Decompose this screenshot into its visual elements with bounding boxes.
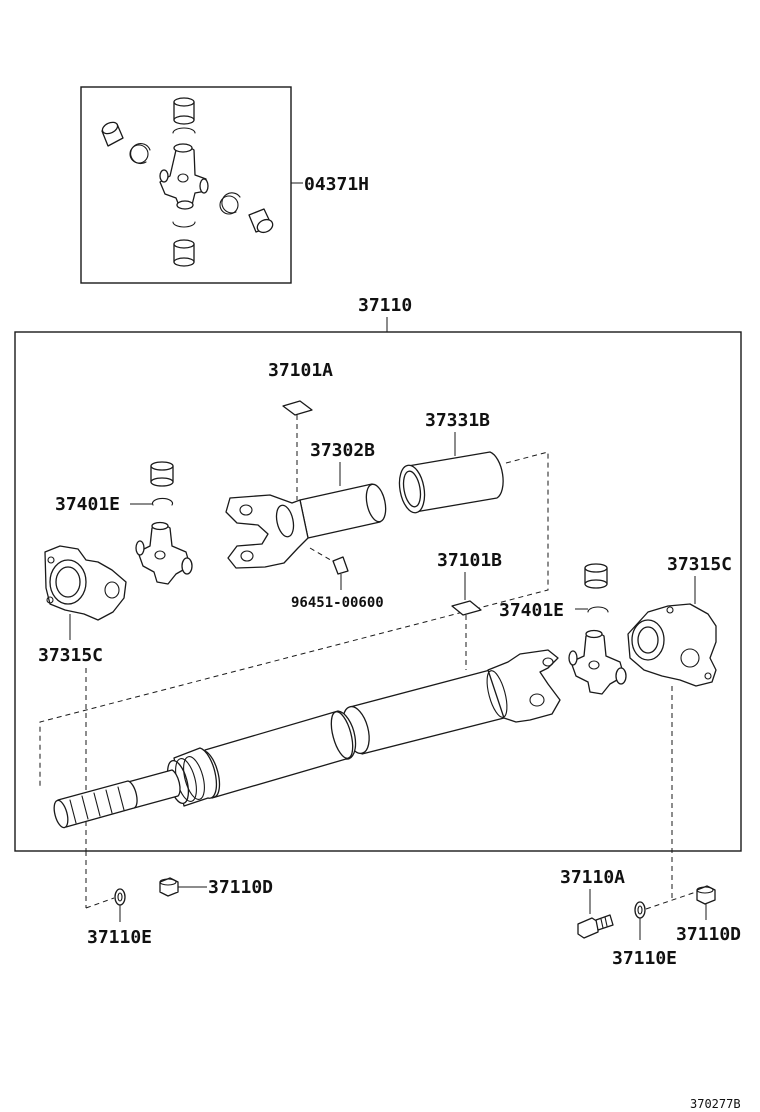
callout-37401E-right[interactable]: 37401E — [499, 600, 564, 621]
washer-37110E-right — [634, 901, 646, 919]
guide-right-diag — [645, 891, 697, 910]
callout-37110[interactable]: 37110 — [358, 295, 412, 316]
bearing-cup-left — [101, 121, 124, 147]
universal-joint-kit-group: 04371H — [80, 86, 369, 284]
snap-ring-bottom — [172, 221, 196, 228]
leader-96451-dash — [309, 547, 335, 563]
snap-ring-left-assembly — [151, 497, 174, 506]
bearing-cup-left-assembly — [150, 461, 174, 487]
callout-37331B[interactable]: 37331B — [425, 410, 490, 431]
callout-37315C-left[interactable]: 37315C — [38, 645, 103, 666]
callout-37110A[interactable]: 37110A — [560, 867, 625, 888]
illustration-code: 370277B — [690, 1097, 741, 1111]
nut-37110D-right — [696, 885, 716, 905]
slip-yoke-37302B — [225, 483, 387, 569]
bolt-37110A — [577, 914, 614, 939]
flange-yoke-37315C-left — [44, 545, 127, 621]
washer-right — [219, 195, 239, 215]
guide-left-diag — [85, 897, 115, 909]
nut-37110D-left — [159, 877, 179, 897]
spider-37401E-left — [135, 521, 193, 585]
snap-ring-right-assembly — [587, 606, 609, 613]
callout-37101A[interactable]: 37101A — [268, 360, 333, 381]
callout-37110D-right[interactable]: 37110D — [676, 924, 741, 945]
snap-ring-top — [172, 127, 196, 134]
callout-37302B[interactable]: 37302B — [310, 440, 375, 461]
grease-nipple-96451 — [332, 556, 349, 575]
callout-37101B[interactable]: 37101B — [437, 550, 502, 571]
sleeve-dashed-guide — [39, 451, 549, 786]
snap-ring-right — [221, 192, 241, 214]
propeller-shaft-37110 — [53, 649, 561, 829]
grease-plate-37101A — [282, 400, 313, 416]
sleeve-37331B — [398, 451, 504, 514]
washer-37110E-left — [114, 888, 126, 906]
callout-37401E-left[interactable]: 37401E — [55, 494, 120, 515]
bearing-cup-right — [248, 208, 274, 234]
spider-37401E-right — [568, 629, 627, 695]
spider-cross-illustration — [159, 143, 209, 210]
bearing-cup-bottom — [173, 239, 195, 267]
callout-96451-00600[interactable]: 96451-00600 — [291, 595, 384, 611]
callout-37110D-left[interactable]: 37110D — [208, 877, 273, 898]
kit-frame — [80, 86, 292, 284]
assembly-frame-37110 — [14, 331, 742, 852]
callout-37315C-right[interactable]: 37315C — [667, 554, 732, 575]
bearing-cup-top — [173, 97, 195, 125]
bearing-cup-right-assembly — [584, 563, 608, 589]
callout-04371H[interactable]: 04371H — [304, 174, 369, 195]
callout-37110E-right[interactable]: 37110E — [612, 948, 677, 969]
callout-37110E-left[interactable]: 37110E — [87, 927, 152, 948]
flange-yoke-37315C-right — [627, 603, 717, 687]
washer-left — [129, 144, 149, 164]
grease-plate-37101B — [451, 600, 482, 616]
